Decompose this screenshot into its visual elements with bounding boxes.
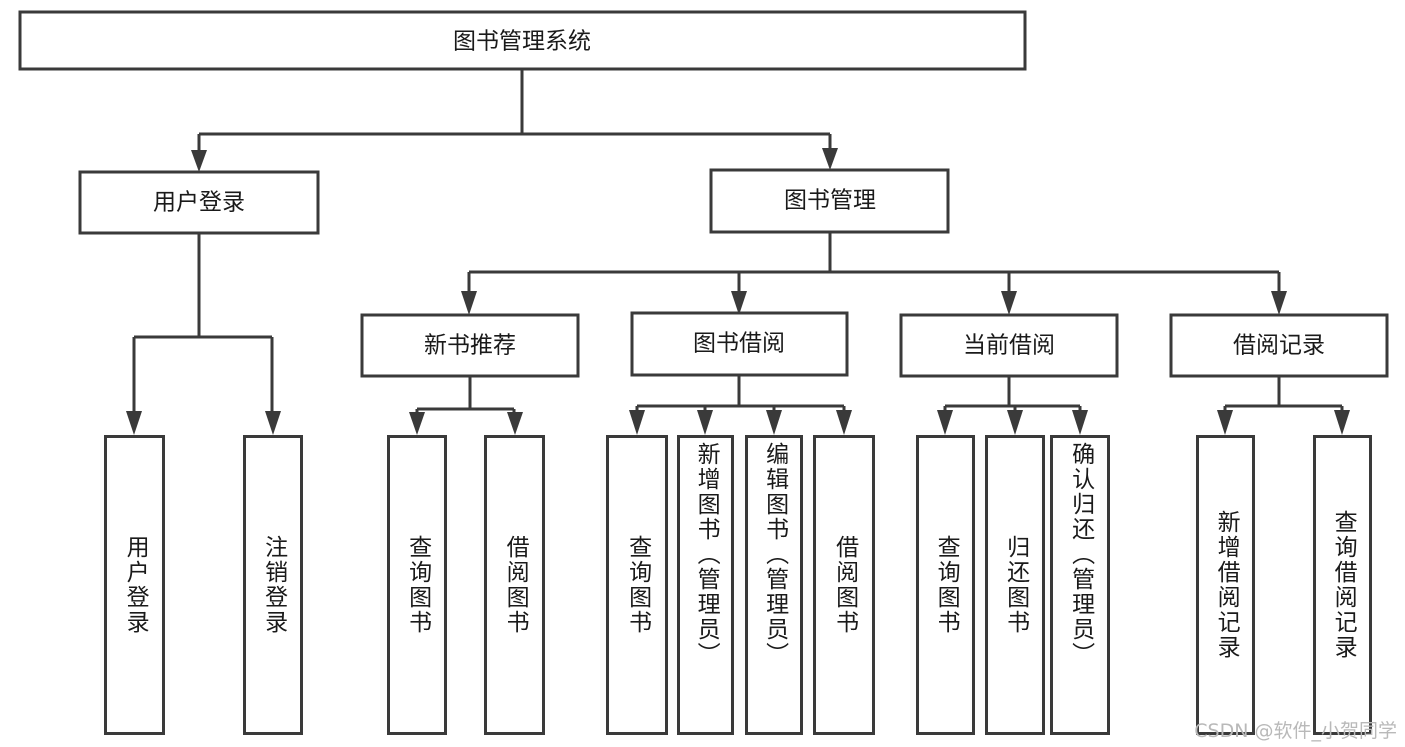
leaf-label: 编辑图书（管理员）	[761, 442, 788, 667]
arrow-head-icon	[126, 411, 142, 435]
arrow-head-icon	[629, 410, 645, 435]
arrow-head-icon	[836, 410, 852, 435]
leaf-node[interactable]: 查询借阅记录	[1313, 435, 1372, 735]
arrow-head-icon	[1072, 410, 1088, 435]
leaf-node[interactable]: 查询图书	[916, 435, 975, 735]
new-book-recommend-box	[360, 313, 580, 378]
leaf-node[interactable]: 注销登录	[243, 435, 303, 735]
arrow-head-icon	[697, 410, 713, 435]
root-label: 图书管理系统	[453, 29, 591, 55]
connector-book-management-to-level3	[461, 232, 1287, 315]
arrow-head-icon	[1271, 291, 1287, 315]
leaf-node[interactable]: 查询图书	[387, 435, 447, 735]
leaf-label: 用户登录	[122, 535, 149, 635]
leaf-label: 查询图书	[933, 535, 960, 635]
arrow-head-icon	[1001, 291, 1017, 315]
node-new-book-recommend[interactable]: 新书推荐	[360, 313, 580, 378]
leaf-node[interactable]: 用户登录	[104, 435, 165, 735]
leaf-label: 借阅图书	[502, 535, 529, 635]
node-root[interactable]: 图书管理系统	[18, 10, 1027, 71]
current-borrow-box	[899, 313, 1119, 378]
arrow-head-icon	[461, 291, 477, 315]
node-book-management[interactable]: 图书管理	[709, 168, 950, 234]
arrow-head-icon	[1334, 410, 1350, 435]
leaf-node[interactable]: 借阅图书	[813, 435, 875, 735]
arrow-head-icon	[265, 411, 281, 435]
leaf-label: 注销登录	[260, 535, 287, 635]
book-management-label: 图书管理	[784, 188, 876, 214]
root-box	[18, 10, 1027, 71]
leaf-label: 确认归还（管理员）	[1067, 442, 1094, 667]
arrow-head-icon	[731, 291, 747, 315]
leaf-node[interactable]: 新增图书（管理员）	[677, 435, 734, 735]
arrow-head-icon	[1007, 410, 1023, 435]
arrow-head-icon	[191, 150, 207, 172]
leaf-label: 新增图书（管理员）	[693, 442, 720, 667]
connector-root-to-level2	[191, 69, 838, 172]
current-borrow-label: 当前借阅	[963, 333, 1055, 359]
connector-new-book-recommend-to-leaves	[409, 376, 523, 435]
arrow-head-icon	[1217, 410, 1233, 435]
arrow-head-icon	[822, 148, 838, 170]
arrow-head-icon	[507, 412, 523, 435]
leaf-label: 查询图书	[624, 535, 651, 635]
arrow-head-icon	[766, 410, 782, 435]
connector-borrow-records-to-leaves	[1217, 376, 1350, 435]
leaf-label: 归还图书	[1002, 535, 1029, 635]
connector-book-borrow-to-leaves	[629, 375, 852, 435]
book-borrow-label: 图书借阅	[693, 331, 785, 357]
borrow-records-label: 借阅记录	[1233, 333, 1325, 359]
leaf-node[interactable]: 编辑图书（管理员）	[745, 435, 803, 735]
leaf-node[interactable]: 确认归还（管理员）	[1050, 435, 1110, 735]
leaf-node[interactable]: 借阅图书	[484, 435, 545, 735]
node-current-borrow[interactable]: 当前借阅	[899, 313, 1119, 378]
node-book-borrow[interactable]: 图书借阅	[630, 311, 849, 377]
leaf-label: 新增借阅记录	[1213, 510, 1240, 660]
arrow-head-icon	[937, 410, 953, 435]
leaf-label: 借阅图书	[831, 535, 858, 635]
connector-user-login-to-leaves	[126, 233, 281, 435]
arrow-head-icon	[409, 412, 425, 435]
user-login-label: 用户登录	[153, 190, 245, 216]
connector-current-borrow-to-leaves	[937, 376, 1088, 435]
leaf-node[interactable]: 归还图书	[985, 435, 1045, 735]
leaf-label: 查询借阅记录	[1330, 510, 1357, 660]
node-borrow-records[interactable]: 借阅记录	[1169, 313, 1389, 378]
leaf-node[interactable]: 新增借阅记录	[1196, 435, 1255, 735]
leaf-label: 查询图书	[404, 535, 431, 635]
new-book-recommend-label: 新书推荐	[424, 333, 516, 359]
book-borrow-box	[630, 311, 849, 377]
node-user-login[interactable]: 用户登录	[78, 170, 320, 235]
leaf-node[interactable]: 查询图书	[606, 435, 668, 735]
